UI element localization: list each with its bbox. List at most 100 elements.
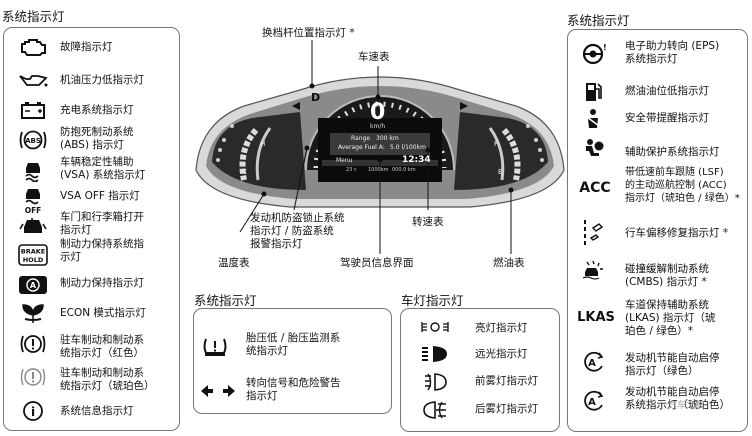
- right-panel-title: 系统指示灯: [567, 13, 630, 28]
- indicator-label: 转向信号和危险警告 指示灯: [246, 377, 341, 402]
- indicator-label: 车辆稳定性辅助 (VSA) 系统指示灯: [60, 156, 146, 181]
- engine-malfunction-icon: [18, 36, 48, 58]
- indicator-label: 胎压低 / 胎压监测系 统指示灯: [246, 332, 341, 357]
- svg-text:A: A: [588, 397, 596, 408]
- speed-readout: 0: [370, 100, 386, 125]
- bottom-lights-title: 车灯指示灯: [401, 293, 464, 308]
- odometer: 1000km: [368, 167, 389, 173]
- outside-temp: 23 c: [346, 167, 357, 173]
- indicator-label: 故障指示灯: [60, 41, 113, 53]
- indicator-label: 制动力保持系统指 示灯: [60, 238, 144, 263]
- eps-steering-icon: !: [578, 43, 608, 65]
- cmbs-icon: [578, 258, 608, 280]
- indicator-label: VSA OFF 指示灯: [60, 190, 140, 202]
- indicator-label: 充电系统指示灯: [60, 104, 134, 116]
- auto-idle-stop-amber-icon: A: [578, 390, 608, 412]
- indicator-label: 辅助保护系统指示灯: [625, 146, 720, 158]
- oil-can-icon: [18, 69, 48, 91]
- lkas-icon: LKAS: [577, 306, 615, 328]
- vsa-off-icon: OFF: [18, 186, 48, 214]
- auto-idle-stop-green-icon: A: [578, 351, 608, 373]
- indicator-label: 后雾灯指示灯: [475, 403, 538, 415]
- indicator-label: 亮灯指示灯: [475, 322, 528, 334]
- lkas-icon-text: LKAS: [577, 309, 615, 325]
- indicator-label: 车门和行李箱打开 指示灯: [60, 211, 144, 236]
- indicator-label: 防抱死制动系统 (ABS) 指示灯: [60, 126, 134, 151]
- range-value: 300 km: [376, 135, 399, 142]
- acc-icon-text: ACC: [579, 180, 611, 196]
- parking-brake-red-icon: [18, 333, 48, 355]
- fuel-pump-icon: [578, 81, 608, 103]
- trip-meter: 000.0 km: [392, 167, 416, 173]
- indicator-label: 安全带提醒指示灯: [625, 112, 709, 124]
- indicator-label: 带低速前车跟随 (LSF) 的主动巡航控制 (ACC) 指示灯（琥珀色 / 绿色…: [625, 167, 740, 204]
- indicator-label: 驻车制动和制动系 统指示灯（琥珀色）: [60, 367, 155, 392]
- battery-icon: [18, 99, 48, 121]
- indicator-label: 发动机节能自动启停 系统指示灯（琥珀色）: [625, 386, 730, 411]
- svg-text:!: !: [603, 43, 606, 52]
- indicator-label: 车道保持辅助系统 (LKAS) 指示灯（琥 珀色 / 绿色）*: [625, 299, 716, 337]
- avg-fuel-value: 5.0 l/100km: [390, 144, 426, 151]
- temp-hot-mark: H: [260, 140, 266, 148]
- vsa-skid-icon: [18, 159, 48, 182]
- svg-text:ABS: ABS: [25, 137, 41, 145]
- avg-fuel-label: Average Fuel A:: [338, 144, 385, 151]
- turn-signal-icon: [200, 380, 236, 402]
- callout-fuel: 燃油表: [493, 257, 525, 269]
- auto-hold-icon: A: [18, 274, 48, 296]
- svg-text:A: A: [30, 281, 37, 290]
- high-beam-icon: [419, 343, 451, 365]
- svg-text:HOLD: HOLD: [23, 256, 44, 264]
- bottom-lights-panel: 亮灯指示灯 远光指示灯 前雾灯指示灯 后雾灯指示灯: [400, 308, 560, 432]
- airbag-icon: [578, 138, 608, 160]
- fuel-empty-mark: E: [498, 168, 503, 176]
- indicator-label: ECON 模式指示灯: [60, 307, 146, 319]
- info-icon: i: [18, 400, 48, 422]
- indicator-label: 系统信息指示灯: [60, 405, 134, 417]
- seatbelt-icon: [578, 108, 608, 130]
- bottom-system-title: 系统指示灯: [194, 293, 257, 308]
- indicator-label: 远光指示灯: [475, 348, 528, 360]
- front-fog-icon: [419, 371, 451, 393]
- right-indicator-panel: ! 电子助力转向 (EPS) 系统指示灯 燃油油位低指示灯 安全带提醒指示灯 辅…: [567, 29, 748, 432]
- callout-tachometer: 转速表: [412, 216, 444, 228]
- callout-temperature: 温度表: [218, 257, 250, 269]
- indicator-label: 制动力保持指示灯: [60, 277, 144, 289]
- indicator-label: 机油压力低指示灯: [60, 74, 144, 86]
- abs-icon: ABS: [18, 129, 48, 151]
- callout-gear-position: 换档杆位置指示灯 *: [262, 27, 355, 39]
- svg-text:A: A: [588, 358, 596, 369]
- indicator-label: 电子助力转向 (EPS) 系统指示灯: [625, 40, 720, 65]
- fuel-full-mark: F: [494, 140, 499, 148]
- watermark: 汽车之家: [668, 401, 705, 411]
- door-open-icon: [18, 216, 48, 238]
- temp-cold-mark: C: [242, 168, 247, 176]
- svg-text:i: i: [31, 405, 35, 419]
- clock-display: 12:34: [402, 155, 431, 165]
- left-panel-title: 系统指示灯: [2, 9, 65, 24]
- lane-departure-icon: [578, 218, 608, 248]
- indicator-label: 碰撞缓解制动系统 (CMBS) 指示灯 *: [625, 263, 709, 288]
- bottom-system-panel: 胎压低 / 胎压监测系 统指示灯 转向信号和危险警告 指示灯: [193, 308, 392, 414]
- indicator-label: 驻车制动和制动系 统指示灯（红色）: [60, 334, 144, 359]
- left-indicator-panel: 故障指示灯 机油压力低指示灯 充电系统指示灯 ABS 防抱死制动系统 (ABS)…: [3, 27, 180, 431]
- parking-brake-amber-icon: [18, 366, 48, 388]
- acc-icon: ACC: [578, 177, 612, 199]
- rear-fog-icon: [419, 399, 451, 421]
- svg-text:OFF: OFF: [25, 206, 42, 214]
- position-light-icon: [419, 316, 451, 338]
- indicator-label: 前雾灯指示灯: [475, 375, 538, 387]
- callout-speedometer: 车速表: [358, 51, 390, 63]
- speed-unit: km/h: [370, 123, 386, 130]
- range-label: Range: [351, 135, 371, 142]
- indicator-label: 行车偏移修复指示灯 *: [625, 227, 729, 239]
- gear-position-display: D: [311, 91, 321, 104]
- indicator-label: 燃油油位低指示灯: [625, 85, 709, 97]
- econ-leaf-icon: [18, 303, 48, 325]
- callout-immobilizer: 发动机防盗锁止系统 指示灯 / 防盗系统 报警指示灯: [250, 212, 345, 250]
- menu-label: Menu: [336, 157, 353, 164]
- svg-text:BRAKE: BRAKE: [21, 248, 45, 256]
- callout-driver-info: 驾驶员信息界面: [340, 257, 414, 269]
